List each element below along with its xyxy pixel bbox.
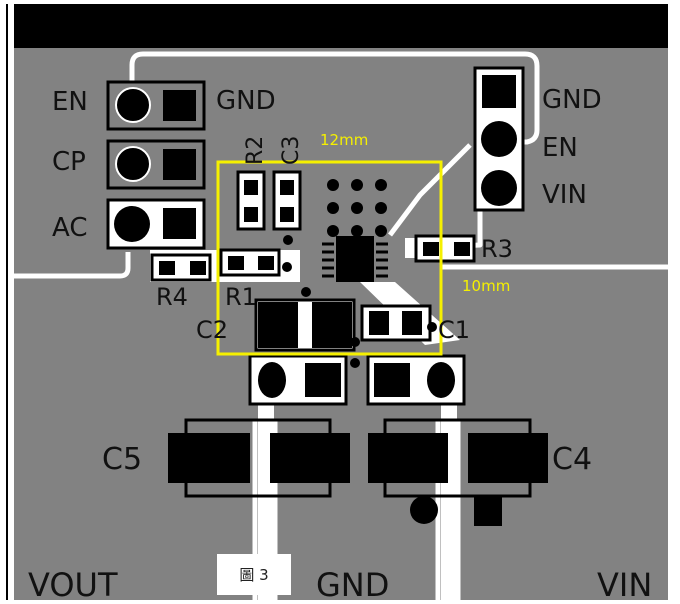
en-loop-trace-outline bbox=[129, 51, 540, 145]
label-gnd-left: GND bbox=[216, 86, 276, 116]
r4-footprint bbox=[150, 253, 212, 282]
c5-footprint bbox=[168, 418, 350, 498]
pin-ac bbox=[114, 206, 150, 242]
label-cp: CP bbox=[52, 147, 86, 177]
label-vout: VOUT bbox=[28, 566, 118, 604]
right-header bbox=[473, 66, 525, 212]
label-c5: C5 bbox=[102, 442, 142, 477]
dimension-box bbox=[216, 160, 443, 356]
label-r3: R3 bbox=[481, 235, 513, 263]
r3-footprint bbox=[414, 234, 476, 263]
label-vin-bottom: VIN bbox=[597, 566, 652, 604]
label-c4: C4 bbox=[552, 442, 592, 477]
dimension-width-label: 12mm bbox=[320, 131, 368, 149]
vout-connector bbox=[248, 354, 348, 406]
vin-connector bbox=[366, 354, 466, 406]
label-gnd-bottom: GND bbox=[316, 566, 389, 604]
pin-cp-sq bbox=[163, 149, 196, 180]
label-c2: C2 bbox=[196, 316, 228, 344]
figure-caption: 圖 3 bbox=[217, 554, 291, 595]
left-ground-split bbox=[14, 252, 131, 279]
c4-footprint bbox=[368, 418, 548, 526]
en-trace bbox=[388, 143, 472, 237]
top-ground-bar bbox=[14, 4, 668, 48]
label-c1: C1 bbox=[438, 316, 470, 344]
thermal-vias bbox=[282, 179, 437, 368]
label-en-right: EN bbox=[542, 133, 578, 163]
label-vin-right: VIN bbox=[542, 180, 587, 210]
label-gnd-right: GND bbox=[542, 85, 602, 115]
c3-footprint bbox=[272, 170, 302, 231]
r2-footprint bbox=[236, 170, 266, 231]
label-ac: AC bbox=[52, 213, 87, 243]
pin-gnd bbox=[482, 75, 516, 108]
c1-footprint bbox=[360, 304, 432, 342]
pin-en bbox=[115, 87, 151, 123]
ic-u1 bbox=[282, 179, 437, 368]
label-c3: C3 bbox=[279, 136, 304, 165]
r1-footprint bbox=[219, 248, 281, 277]
label-r4: R4 bbox=[156, 283, 188, 311]
label-r1: R1 bbox=[225, 283, 257, 311]
pin-vin bbox=[481, 170, 517, 206]
pin-gnd bbox=[163, 90, 196, 121]
pin-en bbox=[481, 121, 517, 157]
label-en-left: EN bbox=[52, 87, 88, 117]
label-r2: R2 bbox=[243, 136, 268, 165]
dimension-height-label: 10mm bbox=[462, 277, 510, 295]
pin-ac-sq bbox=[163, 208, 196, 239]
pin-cp bbox=[115, 146, 151, 182]
c2-footprint bbox=[254, 298, 356, 352]
left-header bbox=[106, 80, 206, 250]
